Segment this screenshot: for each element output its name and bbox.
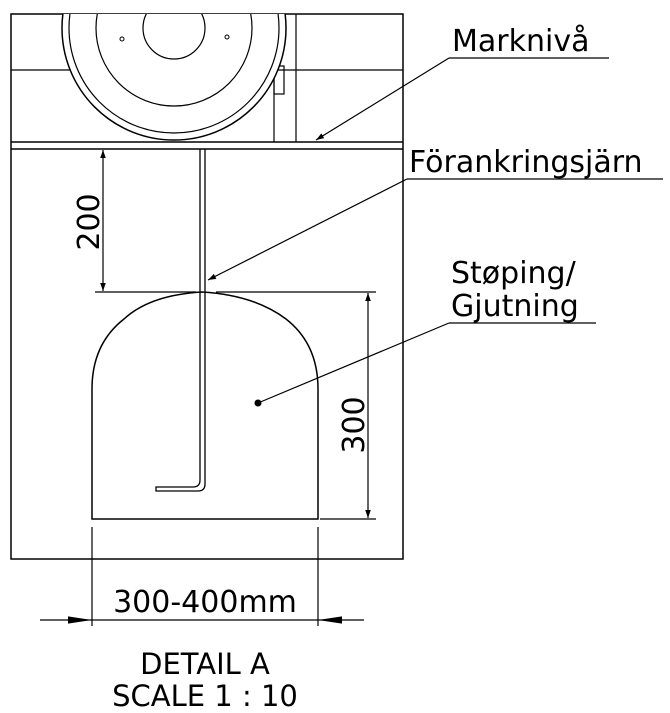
dimension-depth (95, 150, 196, 293)
dimension-height (216, 291, 376, 520)
dimension-width-label: 300-400mm (113, 585, 297, 620)
label-casting-line1: Støping/ (451, 256, 577, 291)
caption-scale: SCALE 1 : 10 (112, 679, 298, 713)
machine-unit (11, 14, 403, 142)
anchor-iron-rod (155, 149, 206, 492)
caption-title: DETAIL A (140, 647, 270, 681)
label-anchor-iron: Förankringsjärn (409, 145, 643, 180)
dimension-depth-label: 200 (72, 193, 107, 250)
foundation-casting (91, 291, 319, 520)
label-ground-level: Marknivå (452, 24, 589, 59)
dimension-width (40, 527, 364, 626)
dimension-height-label: 300 (337, 396, 372, 453)
casting-leader-dot (254, 399, 262, 407)
label-casting-line2: Gjutning (451, 289, 579, 324)
